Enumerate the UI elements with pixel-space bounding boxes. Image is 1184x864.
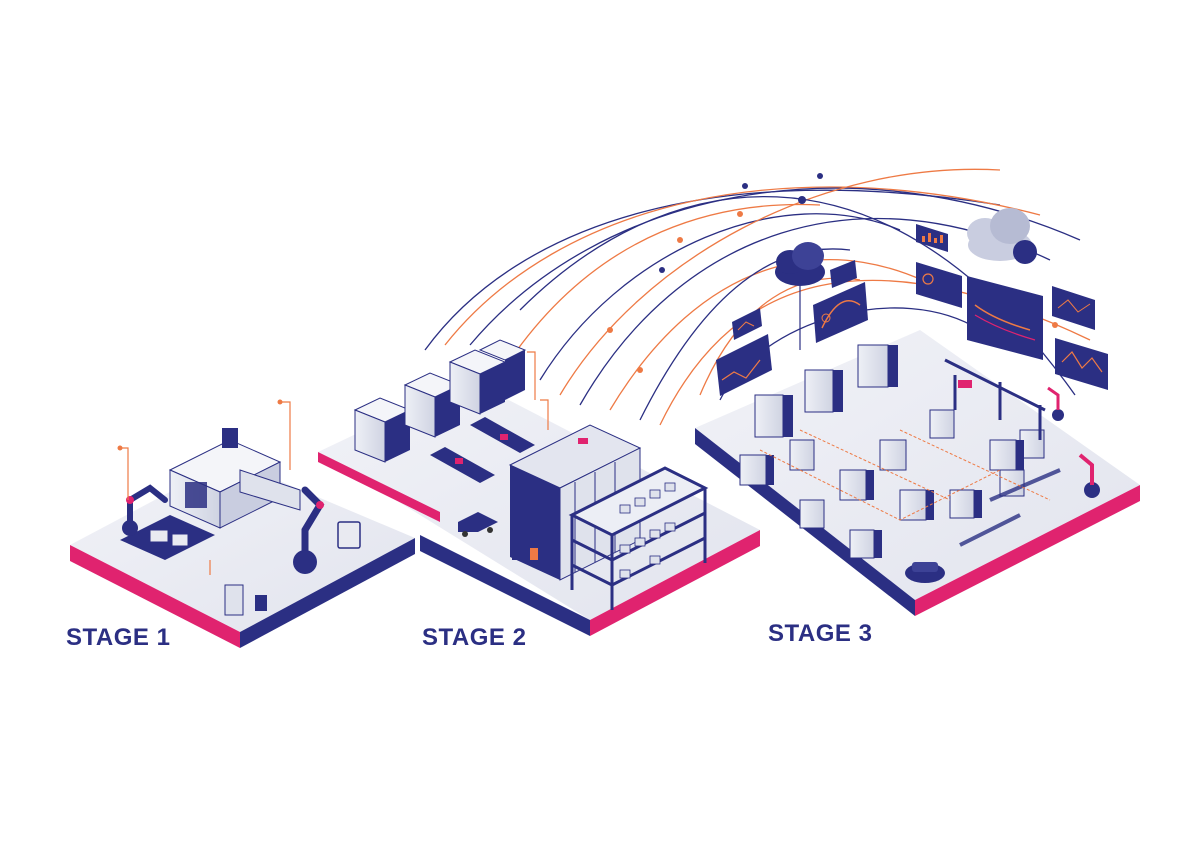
- forklift-icon: [512, 540, 538, 560]
- network-nodes: [607, 173, 1058, 373]
- cnc-machine-icon: [448, 349, 507, 415]
- stage-2-label: STAGE 2: [422, 624, 527, 651]
- dashboard-screen-icon: [732, 308, 762, 340]
- cnc-machine-icon: [478, 339, 527, 400]
- stage-2-equipment: [353, 339, 709, 610]
- dashboard-screen-icon: [916, 224, 948, 252]
- stage-1-label: STAGE 1: [66, 624, 171, 651]
- dashboard-screen-icon: [830, 260, 857, 288]
- robot-arm-icon: [1078, 453, 1100, 498]
- dashboard-screen-icon: [716, 334, 772, 396]
- dashboard-screen-icon: [916, 262, 962, 308]
- cnc-machine-icon: [168, 428, 301, 529]
- truck-icon: [458, 512, 498, 537]
- cnc-machine-icon: [353, 397, 412, 463]
- dashboard-screen-icon: [1055, 338, 1108, 390]
- stage-3-equipment: [739, 344, 1100, 583]
- stage-1-platform: [70, 460, 415, 648]
- robot-arm-icon: [301, 486, 325, 564]
- stage-1-equipment: [117, 399, 361, 616]
- robot-arm-icon: [1047, 386, 1064, 421]
- dashboard-screen-icon: [967, 276, 1043, 360]
- agv-vehicle-icon: [905, 562, 945, 583]
- conveyor-icon: [430, 417, 535, 483]
- dashboard-screen-icon: [1052, 286, 1095, 330]
- cloud-icon: [967, 208, 1037, 264]
- dashboard-screen-icon: [813, 282, 868, 343]
- gantry-conveyor: [944, 358, 1046, 440]
- dashboard-screens: [716, 224, 1108, 396]
- cloud-icon: [775, 242, 825, 350]
- stage-3-label: STAGE 3: [768, 620, 873, 647]
- robot-arm-icon: [127, 484, 168, 528]
